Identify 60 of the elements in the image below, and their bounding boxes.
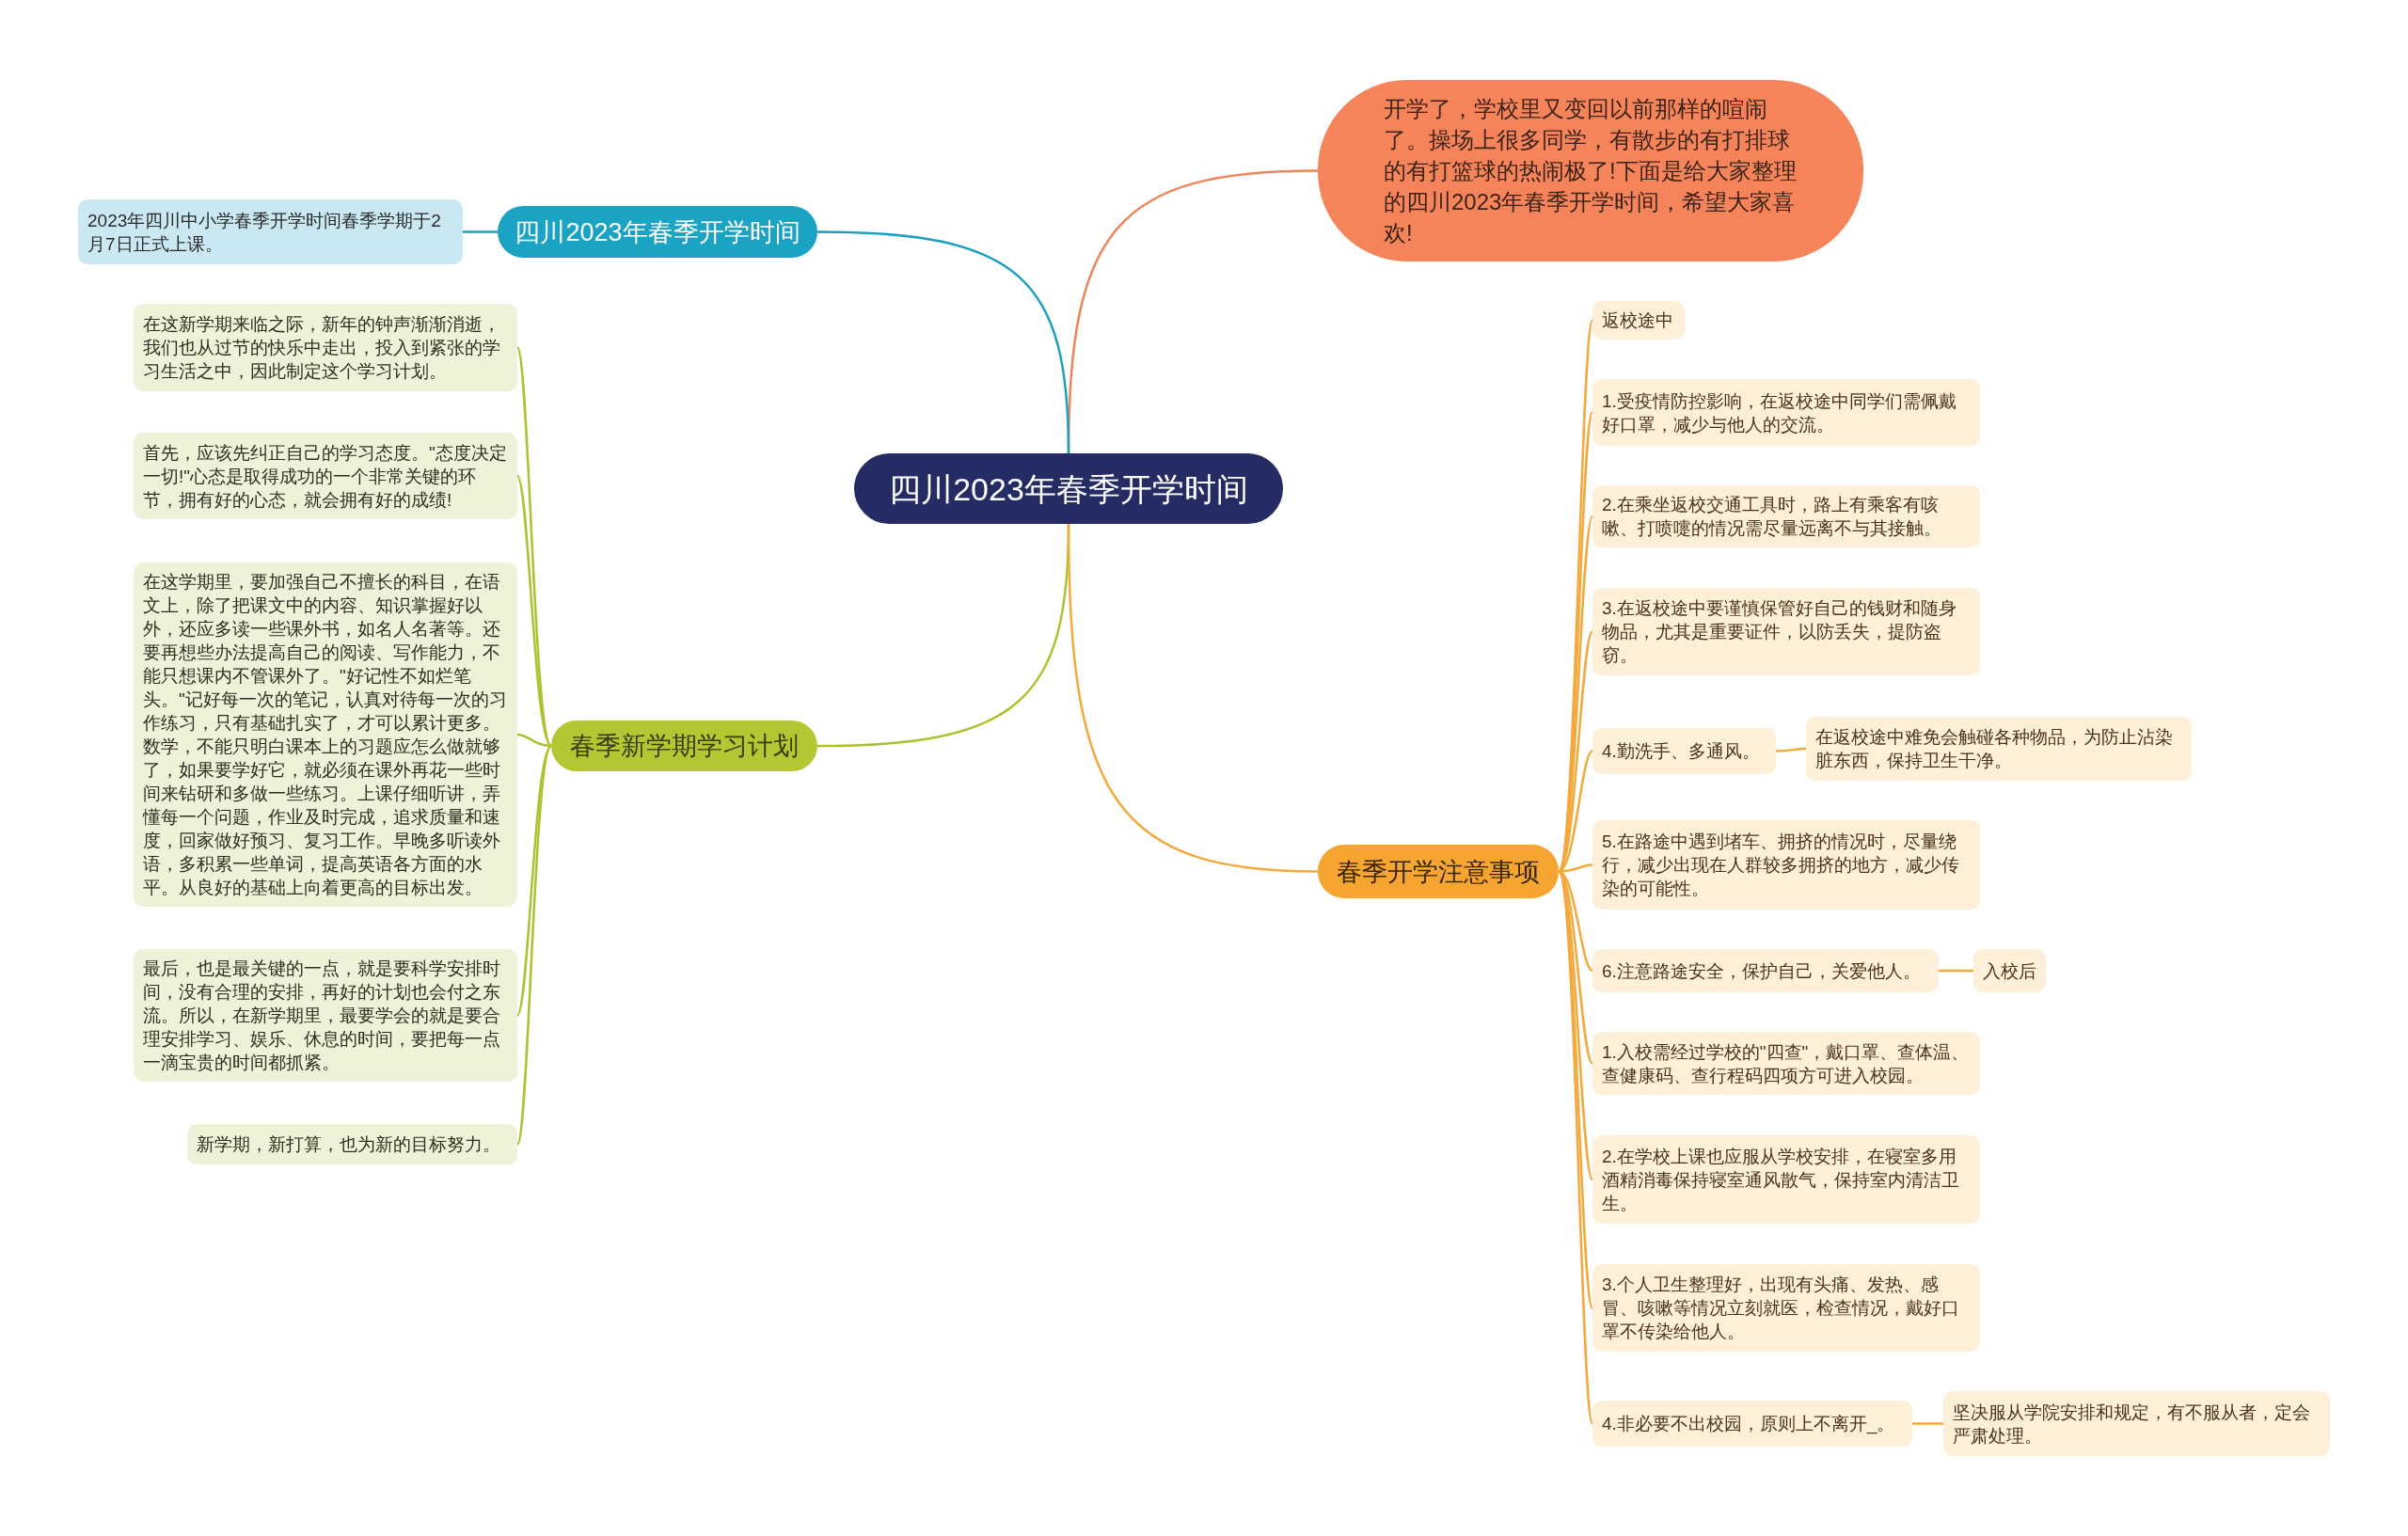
note-box [1592, 379, 1980, 446]
note-text: 6.注意路途安全，保护自己，关爱他人。 [1602, 959, 1921, 983]
note-box [78, 199, 463, 264]
note-text: 3.个人卫生整理好，出现有头痛、发热、感冒、咳嗽等情况立刻就医，检查情况，戴好口罩不传染给他人。 [1602, 1274, 1960, 1343]
note-text: 4.勤洗手、多通风。 [1602, 740, 1760, 763]
note-text: 在这学期里，要加强自己不擅长的科目，在语文上，除了把课文中的内容、知识掌握好以外，还应多读一些课外书，如名人名著等。还要再想些办法提高自己的阅读、写作能力，不能只想课内不管课外了。"好记性不如烂笔头。"记好每一次的笔记，认真对待每一次的习作练习，只有基础扎实了，才可以累计更多。数学，不能只明白课本上的习题应怎么做就够了，如果要学好它，就必须在课外再花一些时间来钻研和多做一些练习。上课仔细听讲，弄懂每一个问题，作业及时完成，追求质量和速度，回家做好预习、复习工作。早晚多听读外语，多积累一些单词，提高英语各方面的水平。从良好的基础上向着更高的目标出发。 [143, 571, 508, 899]
connector-line [463, 230, 498, 233]
connector-line [1912, 1422, 1943, 1425]
branch-topic-box [551, 720, 817, 771]
topic-text: 四川2023年春季开学时间 [515, 216, 800, 248]
note-text: 5.在路途中遇到堵车、拥挤的情况时，尽量绕行，减少出现在人群较多拥挤的地方，减少传染的可能性。 [1602, 831, 1960, 900]
note-box [1592, 728, 1776, 774]
note-box [1592, 588, 1980, 675]
note-text: 首先，应该先纠正自己的学习态度。"态度决定一切!"心态是取得成功的一个非常关键的环节，拥有好的心态，就会拥有好的成绩! [143, 441, 508, 512]
note-text: 3.在返校途中要谨慎保管好自己的钱财和随身物品，尤其是重要证件，以防丢失，提防盗窃。 [1602, 597, 1957, 667]
topic-text: 春季新学期学习计划 [570, 731, 799, 762]
note-box [1592, 820, 1980, 910]
note-box [1592, 301, 1685, 340]
note-text: 4.非必要不出校园，原则上不离开_。 [1602, 1413, 1895, 1435]
note-text: 1.受疫情防控影响，在返校途中同学们需佩戴好口罩，减少与他人的交流。 [1602, 389, 1957, 436]
note-text: 返校途中 [1602, 309, 1673, 332]
branch-topic-box [1318, 845, 1559, 898]
note-box [1592, 1401, 1912, 1447]
note-text: 新学期，新打算，也为新的目标努力。 [197, 1133, 500, 1156]
note-box [187, 1124, 517, 1164]
note-text: 在这新学期来临之际，新年的钟声渐渐消逝，我们也从过节的快乐中走出，投入到紧张的学习生活之中，因此制定这个学习计划。 [143, 313, 501, 383]
intro-text: 开学了，学校里又变回以前那样的喧闹了。操场上很多同学，有散步的有打排球的有打篮球的热闹极了!下面是给大家整理的四川2023年春季开学时间，希望大家喜欢! [1384, 95, 1798, 247]
connector-line [516, 733, 552, 748]
connector-line [515, 745, 553, 1145]
note-text: 坚决服从学院安排和规定，有不服从者，定会严肃处理。 [1953, 1401, 2311, 1448]
note-box [1592, 1135, 1980, 1224]
note-text: 2.在乘坐返校交通工具时，路上有乘客有咳嗽、打喷嚏的情况需尽量远离不与其接触。 [1602, 494, 1942, 540]
note-text: 最后，也是最关键的一点，就是要科学安排时间，没有合理的安排，再好的计划也会付之东流。所以，在新学期里，最要学会的就是要合理安排学习、娱乐、休息的时间，要把每一点一滴宝贵的时间都抓紧。 [143, 958, 501, 1074]
note-text: 入校后 [1983, 959, 2036, 983]
connector-line [816, 230, 1070, 454]
connector-line [1557, 412, 1594, 872]
topic-text: 春季开学注意事项 [1337, 856, 1540, 888]
connector-line [515, 347, 553, 747]
note-box [1973, 949, 2046, 992]
branch-topic-box [498, 206, 817, 258]
connector-line [1557, 871, 1594, 1424]
note-text: 1.入校需经过学校的"四查"，戴口罩、查体温、查健康码、查行程码四项方可进入校园。 [1602, 1040, 1971, 1087]
note-box [1806, 717, 2192, 781]
connector-line [515, 745, 552, 1017]
note-text: 2023年四川中小学春季开学时间春季学期于2月7日正式上课。 [87, 209, 442, 256]
note-box [1592, 949, 1939, 992]
note-box [1943, 1391, 2330, 1456]
note-box [134, 433, 517, 519]
note-text: 在返校途中难免会触碰各种物品，为防止沾染脏东西，保持卫生干净。 [1815, 726, 2174, 772]
connector-line [1776, 747, 1807, 752]
topic-text: 四川2023年春季开学时间 [889, 469, 1248, 509]
note-box [134, 949, 517, 1082]
connector-line [1067, 523, 1319, 873]
note-box [1592, 485, 1980, 547]
note-box [1592, 1032, 1980, 1095]
note-box [1592, 1264, 1980, 1352]
connector-line [1939, 969, 1973, 973]
note-text: 2.在学校上课也应服从学校安排，在寝室多用酒精消毒保持寝室通风散气，保持室内清洁卫生。 [1602, 1145, 1960, 1215]
note-box [134, 304, 517, 391]
connector-line [515, 475, 552, 747]
